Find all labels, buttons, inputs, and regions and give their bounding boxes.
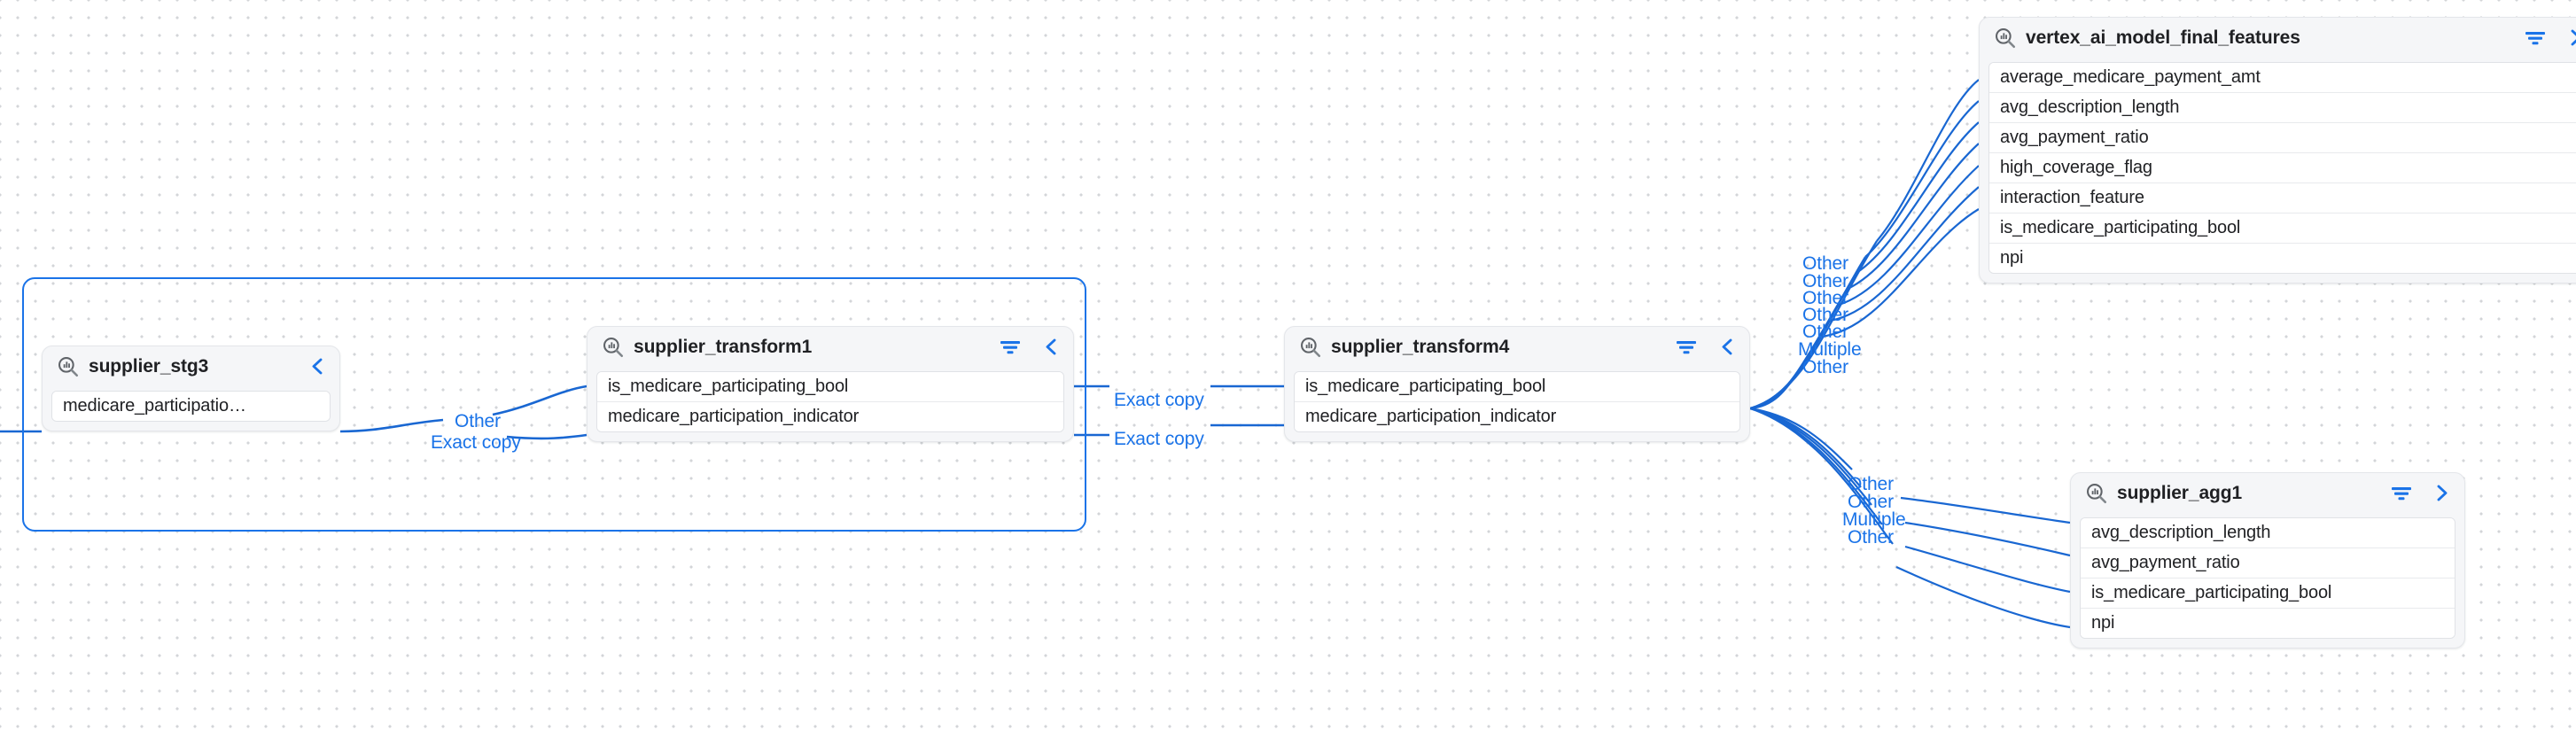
- node-header[interactable]: supplier_transform4: [1285, 327, 1749, 368]
- edge-label: Other: [1848, 492, 1895, 512]
- query-magnifier-icon: [57, 355, 80, 378]
- edge-label: Other: [1848, 474, 1895, 494]
- field-row[interactable]: average_medicare_payment_amt: [1989, 63, 2576, 93]
- field-row[interactable]: medicare_participatio…: [52, 392, 330, 421]
- lineage-edge[interactable]: [1904, 545, 2071, 594]
- selected-group-outline: [22, 277, 1086, 532]
- lineage-edge[interactable]: [1749, 407, 1853, 470]
- edge-label: Exact copy: [431, 432, 521, 453]
- edge-label: Other: [1802, 288, 1849, 308]
- filter-icon[interactable]: [1675, 338, 1698, 356]
- field-row[interactable]: high_coverage_flag: [1989, 153, 2576, 183]
- edge-label: Other: [455, 411, 502, 431]
- node-title: supplier_transform1: [634, 337, 813, 357]
- chevron-right-icon[interactable]: [2432, 483, 2452, 504]
- lineage-node-supplier_stg3[interactable]: supplier_stg3 medicare_participatio…: [42, 346, 340, 431]
- field-row[interactable]: is_medicare_participating_bool: [1295, 372, 1739, 402]
- filter-icon[interactable]: [999, 338, 1022, 356]
- chevron-left-icon[interactable]: [1717, 337, 1737, 358]
- node-title: vertex_ai_model_final_features: [2026, 27, 2300, 48]
- node-header[interactable]: supplier_stg3: [43, 346, 339, 387]
- edge-label: Other: [1802, 305, 1849, 325]
- chevron-left-icon[interactable]: [1041, 337, 1061, 358]
- node-title: supplier_stg3: [89, 356, 209, 377]
- edge-label: Multiple: [1842, 509, 1906, 530]
- field-row[interactable]: is_medicare_participating_bool: [1989, 214, 2576, 244]
- lineage-edge[interactable]: [1876, 79, 1980, 242]
- field-row[interactable]: interaction_feature: [1989, 183, 2576, 214]
- lineage-edge[interactable]: [1749, 407, 1862, 488]
- edge-label: Multiple: [1798, 339, 1862, 360]
- lineage-edge[interactable]: [1829, 186, 1980, 322]
- edge-label: Other: [1848, 527, 1895, 548]
- field-row[interactable]: is_medicare_participating_bool: [2081, 579, 2455, 609]
- edge-label: Exact copy: [1114, 390, 1204, 410]
- node-header[interactable]: supplier_transform1: [588, 327, 1073, 368]
- edge-label: Exact copy: [1114, 429, 1204, 449]
- field-row[interactable]: medicare_participation_indicator: [1295, 402, 1739, 431]
- field-row[interactable]: avg_description_length: [2081, 518, 2455, 548]
- node-title: supplier_transform4: [1331, 337, 1510, 357]
- field-row[interactable]: avg_description_length: [1989, 93, 2576, 123]
- node-title: supplier_agg1: [2117, 483, 2243, 503]
- field-row[interactable]: medicare_participation_indicator: [597, 402, 1063, 431]
- field-row[interactable]: avg_payment_ratio: [1989, 123, 2576, 153]
- edge-label: Other: [1802, 322, 1849, 342]
- field-list: medicare_participatio…: [51, 391, 331, 422]
- lineage-edge[interactable]: [1900, 496, 2071, 524]
- field-row[interactable]: avg_payment_ratio: [2081, 548, 2455, 579]
- chevron-right-icon[interactable]: [2566, 27, 2576, 49]
- lineage-edge[interactable]: [1895, 565, 2071, 629]
- node-header[interactable]: vertex_ai_model_final_features: [1980, 18, 2576, 58]
- edge-label: Other: [1802, 271, 1849, 291]
- lineage-edge[interactable]: [1847, 143, 1980, 290]
- lineage-edge[interactable]: [1856, 121, 1980, 274]
- edge-label: Other: [1802, 253, 1849, 274]
- lineage-edge[interactable]: [1904, 521, 2071, 557]
- chevron-left-icon[interactable]: [307, 356, 327, 377]
- lineage-node-supplier_transform1[interactable]: supplier_transform1 is_medicare_particip…: [587, 326, 1074, 442]
- query-magnifier-icon: [1994, 27, 2017, 50]
- query-magnifier-icon: [2085, 482, 2108, 505]
- query-magnifier-icon: [602, 336, 625, 359]
- filter-icon[interactable]: [2390, 485, 2413, 502]
- lineage-edge[interactable]: [1864, 100, 1980, 258]
- filter-icon[interactable]: [2524, 29, 2547, 47]
- field-row[interactable]: npi: [1989, 244, 2576, 273]
- lineage-edge[interactable]: [1838, 165, 1980, 307]
- query-magnifier-icon: [1299, 336, 1322, 359]
- field-row[interactable]: is_medicare_participating_bool: [597, 372, 1063, 402]
- edge-label: Other: [1802, 357, 1849, 377]
- lineage-node-supplier_transform4[interactable]: supplier_transform4 is_medicare_particip…: [1284, 326, 1750, 442]
- node-header[interactable]: supplier_agg1: [2071, 473, 2464, 514]
- field-row[interactable]: npi: [2081, 609, 2455, 638]
- lineage-node-vertex_ai_model_final_features[interactable]: vertex_ai_model_final_features average_m…: [1979, 17, 2576, 283]
